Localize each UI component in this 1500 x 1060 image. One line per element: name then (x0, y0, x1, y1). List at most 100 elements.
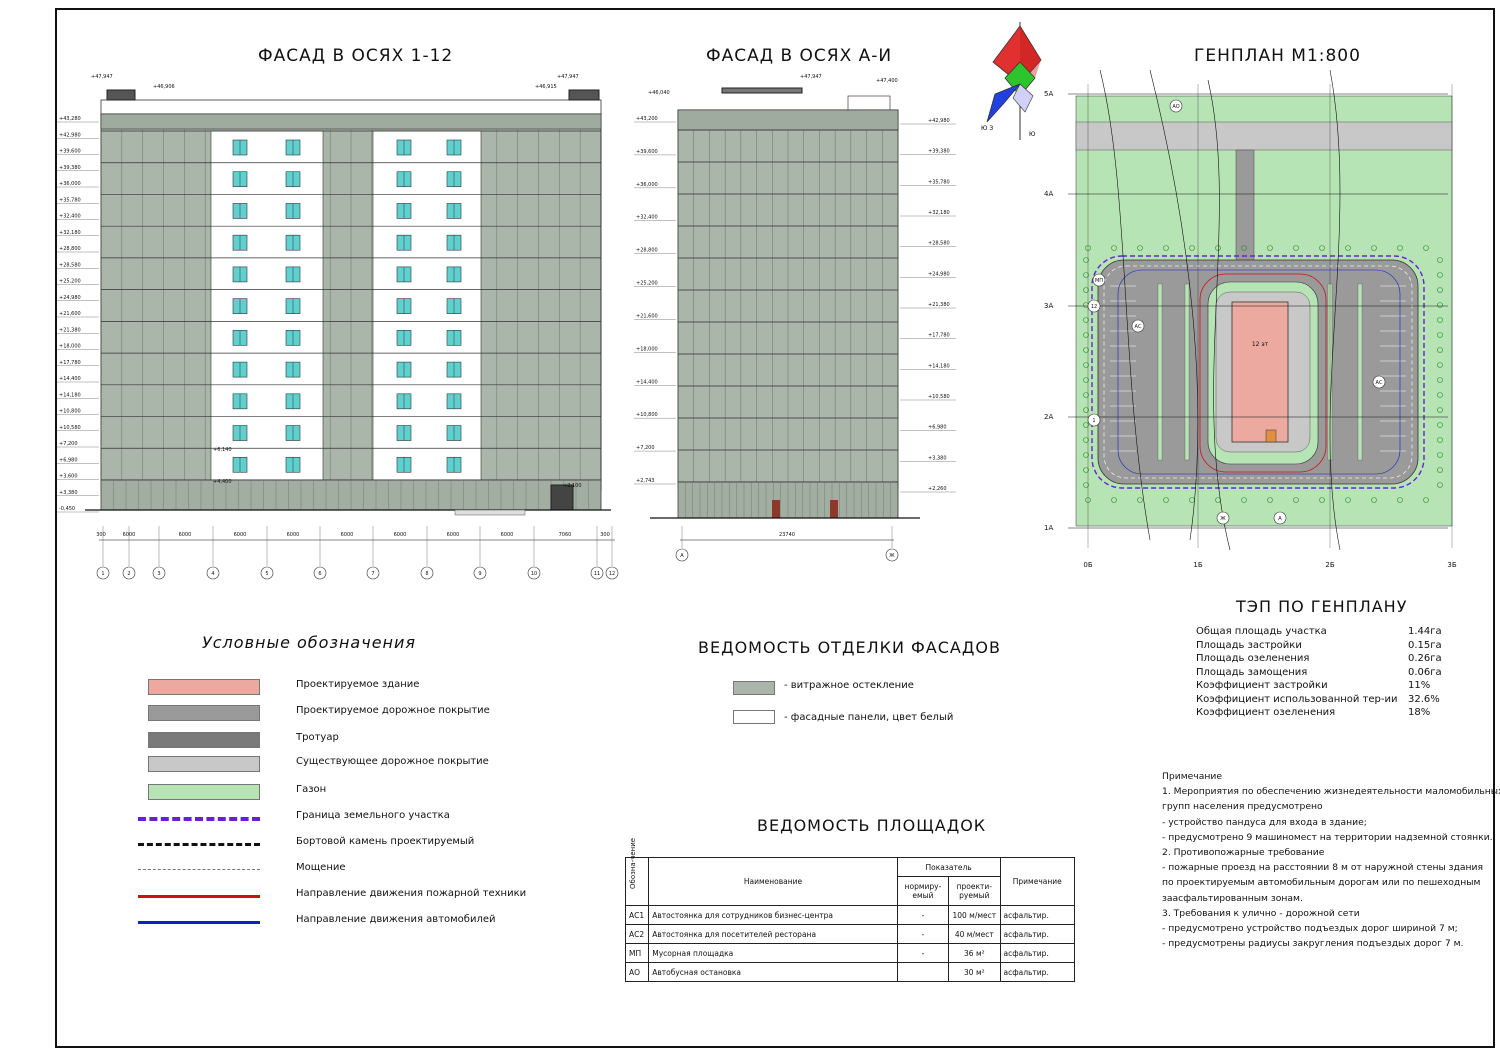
level-mark: -0,450 (59, 506, 75, 512)
contour-line (1149, 70, 1199, 541)
axis-label: 6 (318, 571, 321, 577)
grid-col-label: 3Б (1447, 561, 1456, 569)
window (285, 203, 301, 219)
level-mark: +3,380 (928, 455, 947, 461)
legend-label: Существующее дорожное покрытие (296, 756, 489, 767)
site-marker-label: АО (1172, 104, 1179, 110)
tree (1423, 245, 1429, 251)
tree (1437, 332, 1443, 338)
window (285, 139, 301, 156)
tree (1083, 272, 1089, 278)
dimension-value: 6000 (179, 532, 192, 538)
level-mark: +18,000 (59, 344, 81, 350)
window (232, 139, 248, 156)
table-cell-name: Автобусная остановка (648, 962, 898, 982)
note-line: - устройство пандуса для входа в здание; (1162, 816, 1367, 828)
window (446, 203, 462, 219)
site-marker-label: Ж (1220, 516, 1226, 522)
table-cell-norm: - (896, 905, 950, 925)
window (446, 393, 462, 410)
level-mark: +17,780 (59, 360, 81, 366)
level-mark: +10,800 (636, 412, 658, 418)
grid-row-label: 5А (1044, 90, 1053, 98)
contour-line (1207, 79, 1231, 551)
window (285, 393, 301, 410)
level-mark: +3,380 (59, 490, 78, 496)
facade-panel-left (210, 130, 324, 481)
fire-route (1199, 273, 1327, 473)
window (232, 203, 248, 219)
building-label: 12 эт (1252, 341, 1269, 348)
tree (1437, 467, 1443, 473)
genplan-title: ГЕНПЛАН М1:800 (1194, 46, 1361, 66)
parking-divider (1357, 283, 1363, 461)
table-cell-norm: - (896, 924, 950, 944)
legend-swatch (148, 732, 260, 748)
tree (1083, 347, 1089, 353)
note-line: - пожарные проезд на расстоянии 8 м от н… (1162, 862, 1484, 874)
tree (1083, 287, 1089, 293)
facade-panel-right (372, 130, 482, 481)
facade-a-i-drawing: +46,040+47,947+47,400+43,200+39,600+36,0… (634, 74, 956, 562)
finish-label-glass: - витражное остекление (784, 680, 914, 691)
note-line: Примечание (1162, 771, 1222, 782)
level-mark: +10,580 (928, 394, 950, 400)
contour-line (1329, 70, 1341, 551)
level-mark: +32,180 (928, 210, 950, 216)
parking-divider (1157, 283, 1163, 461)
site-marker (1372, 375, 1386, 389)
tree (1083, 332, 1089, 338)
window (232, 266, 248, 283)
table-header-note: Примечание (999, 857, 1075, 906)
axis-label: 2 (127, 571, 130, 577)
window (232, 298, 248, 314)
table-cell-note: асфальтир. (999, 943, 1075, 963)
window (285, 234, 301, 251)
tree (1293, 497, 1299, 503)
ramp (454, 509, 526, 516)
tree (1083, 407, 1089, 413)
level-mark: +39,600 (59, 149, 81, 155)
table-cell-name: Мусорная площадка (648, 943, 898, 963)
top-mark: +46,040 (648, 90, 670, 96)
dimension-value: 7060 (559, 532, 572, 538)
facade-1-12-drawing: +47,947+46,906+46,915+47,947+43,280+42,9… (57, 74, 619, 580)
level-mark: +3,600 (59, 474, 78, 480)
window (232, 330, 248, 346)
tree (1437, 437, 1443, 443)
axis-bubble (473, 566, 487, 580)
tree (1083, 362, 1089, 368)
tree (1437, 317, 1443, 323)
tree (1163, 497, 1169, 503)
table-cell-proj: 36 м² (948, 943, 1001, 963)
window (396, 393, 412, 410)
window (285, 298, 301, 314)
window (232, 456, 248, 473)
window (446, 330, 462, 346)
tree (1137, 497, 1143, 503)
tree (1241, 497, 1247, 503)
legend-label: Мощение (296, 862, 346, 873)
note-line: заасфальтированным зонам. (1162, 892, 1303, 904)
legend-line-fire (138, 895, 260, 898)
tree (1437, 347, 1443, 353)
genplan-site-plan: 52.955.123.610.010.06.06.08.66.02.02.01.… (1044, 70, 1457, 569)
roof-structure (721, 87, 803, 94)
roof-structure-right (568, 89, 600, 101)
level-mark: +21,380 (928, 302, 950, 308)
inner-mark: +2,100 (563, 483, 582, 489)
grid-row-label: 1А (1044, 524, 1053, 532)
tep-title: ТЭП ПО ГЕНПЛАНУ (1236, 597, 1408, 616)
roof-structure-left (106, 89, 136, 101)
axis-bubble (206, 566, 220, 580)
window (396, 361, 412, 378)
finish-swatch-glass (733, 681, 775, 695)
table-cell-note: асфальтир. (999, 962, 1075, 982)
site-marker (1087, 413, 1101, 427)
tep-label: Площадь замощения (1196, 666, 1308, 678)
areas-title: ВЕДОМОСТЬ ПЛОЩАДОК (757, 816, 987, 835)
tree (1437, 377, 1443, 383)
inner-mark: +4,400 (213, 479, 232, 485)
